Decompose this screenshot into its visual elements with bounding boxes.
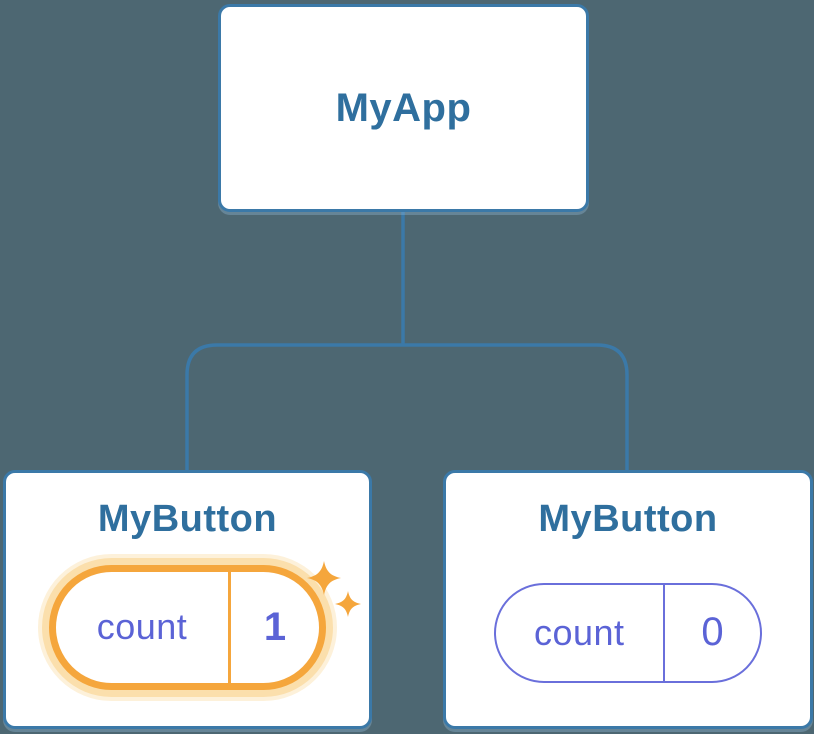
state-key-label: count — [96, 606, 188, 648]
state-key-label: count — [533, 611, 625, 653]
state-pill: count 0 — [494, 582, 762, 683]
component-name: MyButton — [538, 498, 718, 540]
child-node-card-left: MyButton count 1 — [3, 470, 372, 729]
sparkle-icon — [307, 561, 361, 617]
state-value: 1 — [263, 604, 287, 649]
child-node-card-right: MyButton count 0 — [443, 470, 813, 729]
root-component-name: MyApp — [335, 85, 472, 130]
pill-divider — [662, 584, 665, 681]
component-name: MyButton — [97, 498, 278, 540]
root-node-card: MyApp — [218, 4, 589, 212]
state-value: 0 — [701, 610, 724, 655]
state-pill-highlighted: count 1 — [49, 564, 326, 690]
pill-divider — [228, 571, 231, 683]
